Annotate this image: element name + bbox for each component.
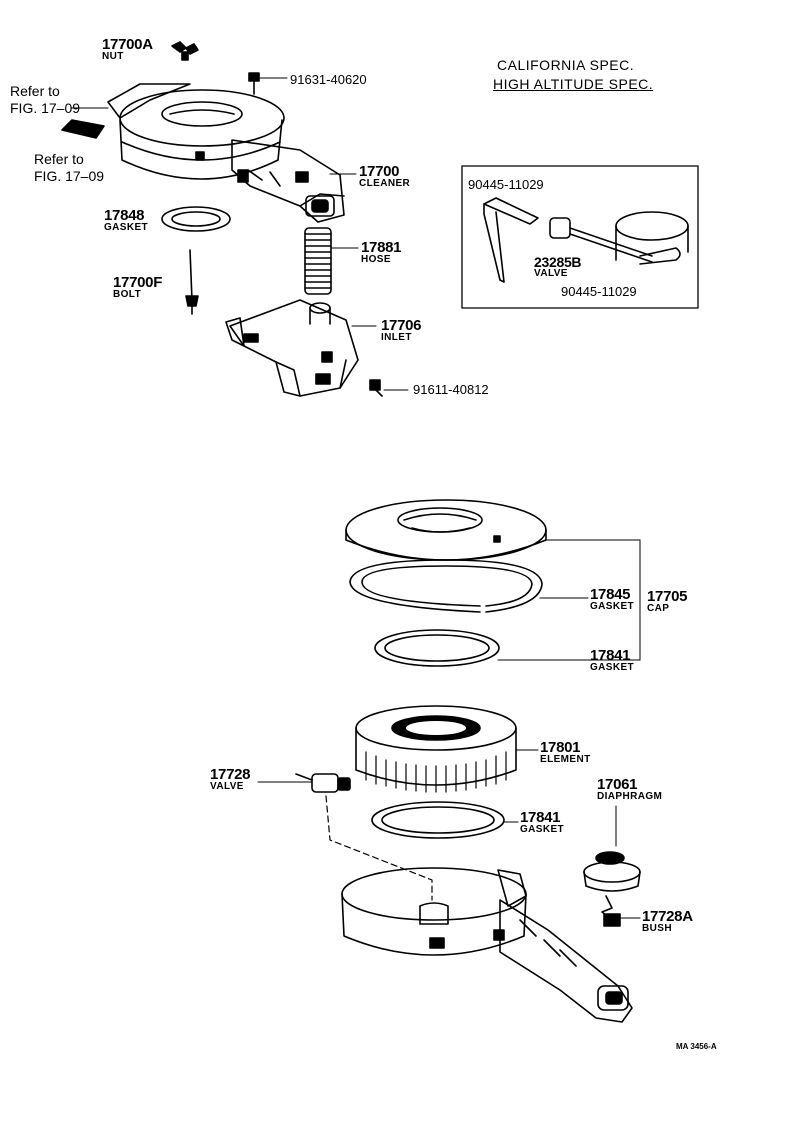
- california-spec-box: [461, 165, 699, 309]
- part-name-gasket-17841-upper: GASKET: [590, 662, 635, 673]
- long-bolt-illustration: [185, 249, 199, 315]
- refer-to-label-bottom: Refer to: [34, 151, 84, 167]
- cap-leader-lines: [497, 539, 641, 823]
- refer-fig-label-top: FIG. 17–09: [10, 100, 81, 116]
- hose-illustration: [304, 227, 359, 295]
- wing-nut-illustration: [171, 41, 199, 61]
- part-name-cap: CAP: [647, 603, 670, 614]
- part-name-inlet: INLET: [381, 332, 412, 343]
- diaphragm-illustration: [583, 805, 641, 919]
- part-name-cleaner: CLEANER: [359, 178, 411, 189]
- part-number-17700f: 17700F: [113, 274, 163, 291]
- gasket-17841-lower-illustration: [371, 801, 505, 839]
- part-name-element: ELEMENT: [540, 754, 591, 765]
- part-number-17848: 17848: [104, 207, 145, 224]
- air-cleaner-illustration: [119, 89, 345, 223]
- part-number-17700: 17700: [359, 163, 400, 180]
- spec-hose-number-b: 90445-11029: [561, 284, 637, 299]
- part-number-17801: 17801: [540, 739, 581, 756]
- gasket-17848-illustration: [161, 206, 231, 232]
- bush-illustration: [603, 913, 641, 927]
- refer-to-label-top: Refer to: [10, 83, 60, 99]
- drawing-code: MA 3456-A: [676, 1042, 717, 1051]
- inlet-illustration: [225, 299, 377, 397]
- part-number-17706: 17706: [381, 317, 422, 334]
- part-number-91611: 91611-40812: [413, 382, 489, 397]
- part-number-17728a: 17728A: [642, 908, 693, 925]
- bolt-91611-illustration: [369, 379, 409, 397]
- spec-valve-name: VALVE: [534, 268, 568, 279]
- plate-illustration: [61, 119, 105, 139]
- part-number-91631: 91631-40620: [290, 72, 367, 87]
- spec-high-altitude-title: HIGH ALTITUDE SPEC.: [493, 76, 654, 92]
- part-name-diaphragm: DIAPHRAGM: [597, 791, 663, 802]
- part-name-bush: BUSH: [642, 923, 672, 934]
- part-name-nut: NUT: [102, 51, 124, 62]
- filter-element-illustration: [355, 705, 517, 793]
- part-name-gasket-17841-lower: GASKET: [520, 824, 565, 835]
- part-number-17845: 17845: [590, 586, 631, 603]
- part-number-17841-lower: 17841: [520, 809, 561, 826]
- part-name-bolt: BOLT: [113, 289, 142, 300]
- gasket-ring-17845-illustration: [349, 559, 543, 613]
- spec-california-title: CALIFORNIA SPEC.: [497, 57, 635, 73]
- part-number-17061: 17061: [597, 776, 638, 793]
- part-name-valve: VALVE: [210, 781, 244, 792]
- spec-hose-number-a: 90445-11029: [468, 177, 544, 192]
- part-name-hose: HOSE: [361, 254, 391, 265]
- part-number-17841-upper: 17841: [590, 647, 631, 664]
- part-name-gasket-17845: GASKET: [590, 601, 635, 612]
- cleaner-housing-illustration: [341, 867, 633, 1023]
- bolt-91631-illustration: [248, 72, 288, 95]
- refer-fig-label-bottom: FIG. 17–09: [34, 168, 105, 184]
- part-number-17881: 17881: [361, 239, 402, 256]
- valve-17728-illustration: [257, 773, 433, 901]
- part-number-17728: 17728: [210, 766, 251, 783]
- part-number-17700a: 17700A: [102, 36, 153, 53]
- gasket-17841-upper-illustration: [374, 629, 500, 667]
- spec-valve-number: 23285B: [534, 254, 582, 270]
- cap-illustration: [345, 499, 547, 561]
- part-name-gasket-17848: GASKET: [104, 222, 149, 233]
- part-number-17705: 17705: [647, 588, 688, 605]
